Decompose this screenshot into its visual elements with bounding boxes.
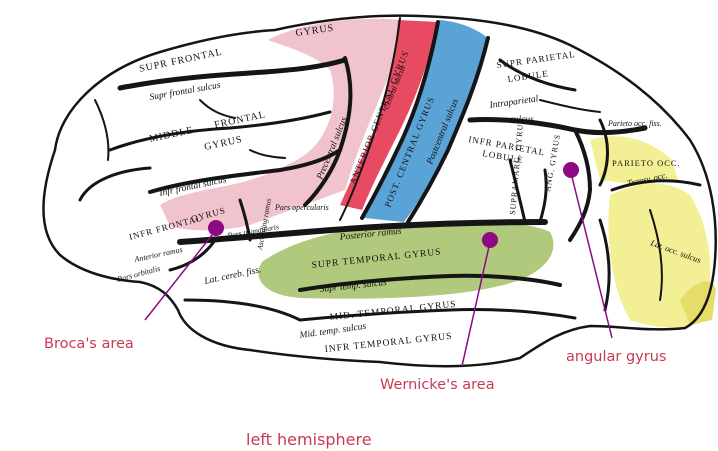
label-pars-opercularis: Pars opercularis: [274, 203, 329, 212]
angular-gyrus-label: angular gyrus: [566, 349, 666, 365]
label-supr-parietal: SUPR PARIETAL: [496, 49, 576, 70]
label-parieto-occ: PARIETO OCC.: [612, 158, 681, 168]
label-infr-temporal-gyrus: INFR TEMPORAL GYRUS: [324, 332, 453, 355]
wernicke-label: Wernicke's area: [380, 377, 495, 393]
label-middle: MIDDLE: [148, 125, 194, 145]
figure-caption: left hemisphere: [246, 430, 372, 449]
label-ang-gyrus: ANG. GYRUS: [543, 133, 562, 192]
label-mid-temporal-gyrus: MID. TEMPORAL GYRUS: [329, 300, 457, 323]
label-anterior-ramus: Anterior ramus: [133, 245, 184, 264]
label-lat-cereb-fiss: Lat. cereb. fiss.: [202, 264, 262, 287]
label-supr-frontal: SUPR FRONTAL: [138, 47, 223, 75]
angular-pointer: [571, 173, 612, 338]
label-mid-temp-sulcus: Mid. temp. sulcus: [298, 322, 367, 341]
broca-marker: [208, 220, 224, 236]
label-intraparietal: Intraparietal: [488, 94, 539, 111]
label-gyrus-mid: GYRUS: [203, 134, 243, 153]
angular-marker: [563, 162, 579, 178]
wernicke-marker: [482, 232, 498, 248]
label-parieto-occ-fiss: Parieto occ. fiss.: [607, 119, 662, 128]
broca-label: Broca's area: [44, 336, 134, 352]
